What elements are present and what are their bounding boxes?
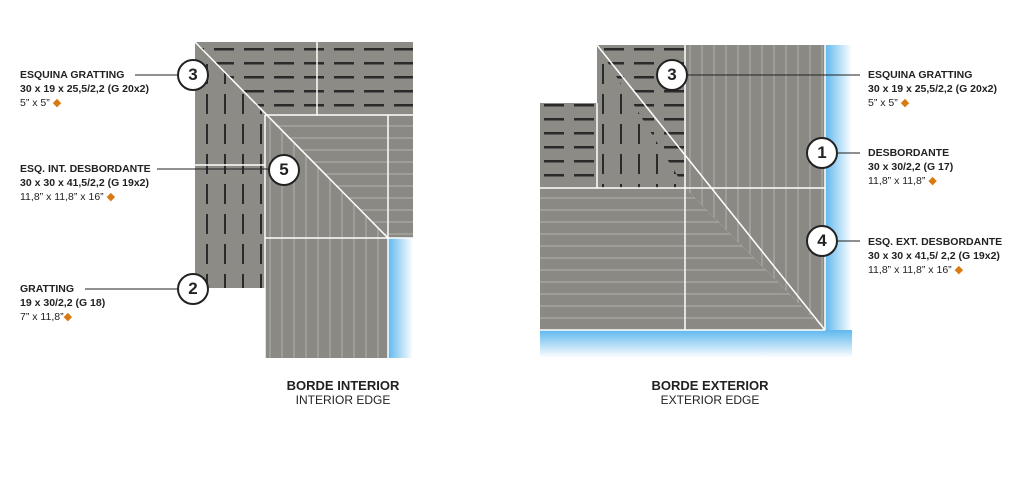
label-name: ESQ. INT. DESBORDANTE — [20, 163, 151, 175]
label-spec: 30 x 30 x 41,5/ 2,2 (G 19x2) — [868, 250, 1000, 262]
diamond-icon: ◆ — [900, 97, 910, 109]
label-spec: 30 x 19 x 25,5/2,2 (G 20x2) — [20, 83, 150, 95]
interior-edge-tiles — [194, 41, 413, 358]
label-name: ESQUINA GRATTING — [20, 69, 125, 81]
callout-4: 4 — [806, 225, 838, 257]
callout-5: 5 — [268, 154, 300, 186]
label-name: DESBORDANTE — [868, 147, 950, 159]
label-size: 11,8” x 11,8” x 16” — [20, 191, 104, 203]
label-size: 11,8” x 11,8” — [868, 175, 926, 187]
label-esquina-gratting-exterior: ESQUINA GRATTING 30 x 19 x 25,5/2,2 (G 2… — [868, 68, 997, 110]
diamond-icon: ◆ — [928, 175, 937, 187]
label-name: ESQUINA GRATTING — [868, 69, 973, 81]
label-spec: 30 x 19 x 25,5/2,2 (G 20x2) — [868, 83, 998, 95]
label-size: 11,8” x 11,8” x 16” — [868, 264, 952, 276]
label-esquina-gratting-interior: ESQUINA GRATTING 30 x 19 x 25,5/2,2 (G 2… — [20, 68, 149, 110]
caption-subtitle: EXTERIOR EDGE — [660, 393, 760, 407]
diamond-icon: ◆ — [63, 311, 73, 323]
label-name: GRATTING — [20, 283, 75, 295]
caption-title: BORDE EXTERIOR — [651, 378, 769, 393]
label-spec: 30 x 30 x 41,5/2,2 (G 19x2) — [20, 177, 150, 189]
label-size: 7” x 11,8” — [20, 311, 64, 323]
label-gratting: GRATTING 19 x 30/2,2 (G 18) 7” x 11,8”◆ — [20, 282, 105, 324]
caption-subtitle: INTERIOR EDGE — [295, 393, 391, 407]
diamond-icon: ◆ — [954, 264, 964, 276]
label-spec: 30 x 30/2,2 (G 17) — [868, 161, 954, 173]
leader-lines — [85, 74, 860, 290]
label-desbordante: DESBORDANTE 30 x 30/2,2 (G 17) 11,8” x 1… — [868, 146, 953, 188]
label-esq-ext-desbordante: ESQ. EXT. DESBORDANTE 30 x 30 x 41,5/ 2,… — [868, 235, 1002, 277]
caption-interior: BORDE INTERIOR INTERIOR EDGE — [243, 378, 443, 407]
label-name: ESQ. EXT. DESBORDANTE — [868, 236, 1003, 248]
diamond-icon: ◆ — [52, 97, 62, 109]
diamond-icon: ◆ — [106, 191, 116, 203]
label-esq-int-desbordante: ESQ. INT. DESBORDANTE 30 x 30 x 41,5/2,2… — [20, 162, 151, 204]
caption-title: BORDE INTERIOR — [286, 378, 400, 393]
callout-3-interior: 3 — [177, 59, 209, 91]
callout-1: 1 — [806, 137, 838, 169]
exterior-edge-tiles — [540, 44, 852, 358]
label-spec: 19 x 30/2,2 (G 18) — [20, 297, 106, 309]
label-size: 5” x 5” — [868, 97, 898, 109]
callout-3-exterior: 3 — [656, 59, 688, 91]
callout-2: 2 — [177, 273, 209, 305]
label-size: 5” x 5” — [20, 97, 50, 109]
caption-exterior: BORDE EXTERIOR EXTERIOR EDGE — [610, 378, 810, 407]
